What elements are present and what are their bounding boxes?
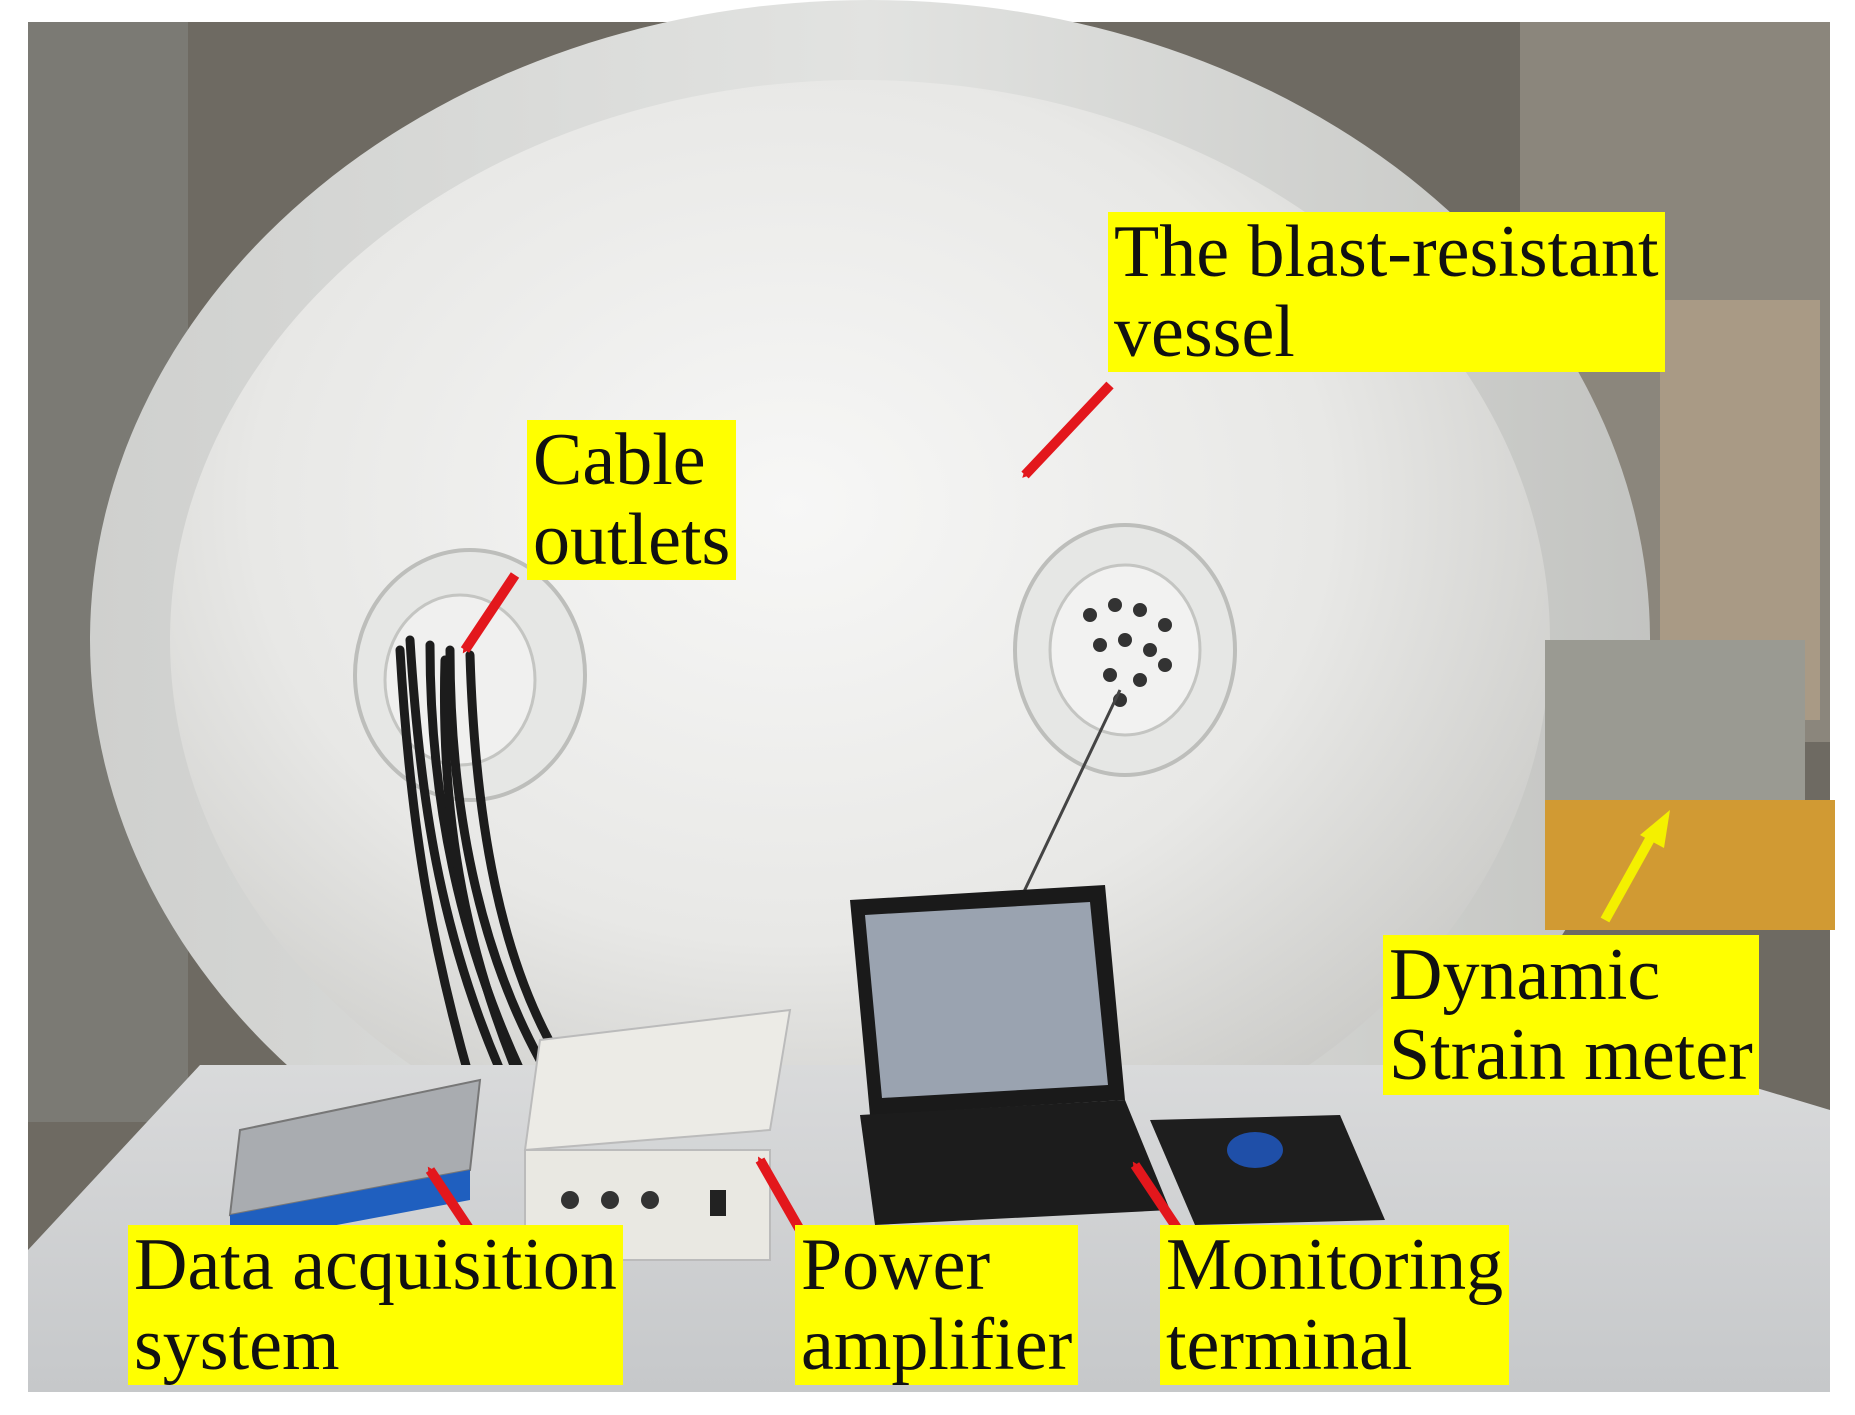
label-monitoring-terminal: Monitoring terminal — [1160, 1225, 1510, 1385]
amp-arrow — [755, 1156, 805, 1233]
daq-arrow — [425, 1166, 475, 1233]
label-dynamic-strain-meter: Dynamic Strain meter — [1383, 935, 1759, 1095]
label-data-acquisition-system: Data acquisition system — [128, 1225, 623, 1385]
cable-bundle — [395, 635, 565, 1085]
mouse-pad — [1150, 1115, 1385, 1225]
strain-meter-equipment — [1545, 640, 1835, 930]
thin-cable — [1018, 689, 1122, 901]
amplifier-device — [523, 1008, 792, 1261]
cable-arrow — [460, 572, 520, 654]
label-power-amplifier: Power amplifier — [795, 1225, 1079, 1385]
label-cable-outlets: Cable outlets — [527, 420, 737, 580]
label-blast-resistant-vessel: The blast-resistant vessel — [1108, 212, 1665, 372]
strain-arrow — [1600, 827, 1660, 923]
vessel-arrow — [1021, 381, 1114, 479]
laptop — [850, 885, 1170, 1225]
right-flange — [1013, 523, 1237, 777]
strain-arrowhead — [1640, 810, 1670, 848]
